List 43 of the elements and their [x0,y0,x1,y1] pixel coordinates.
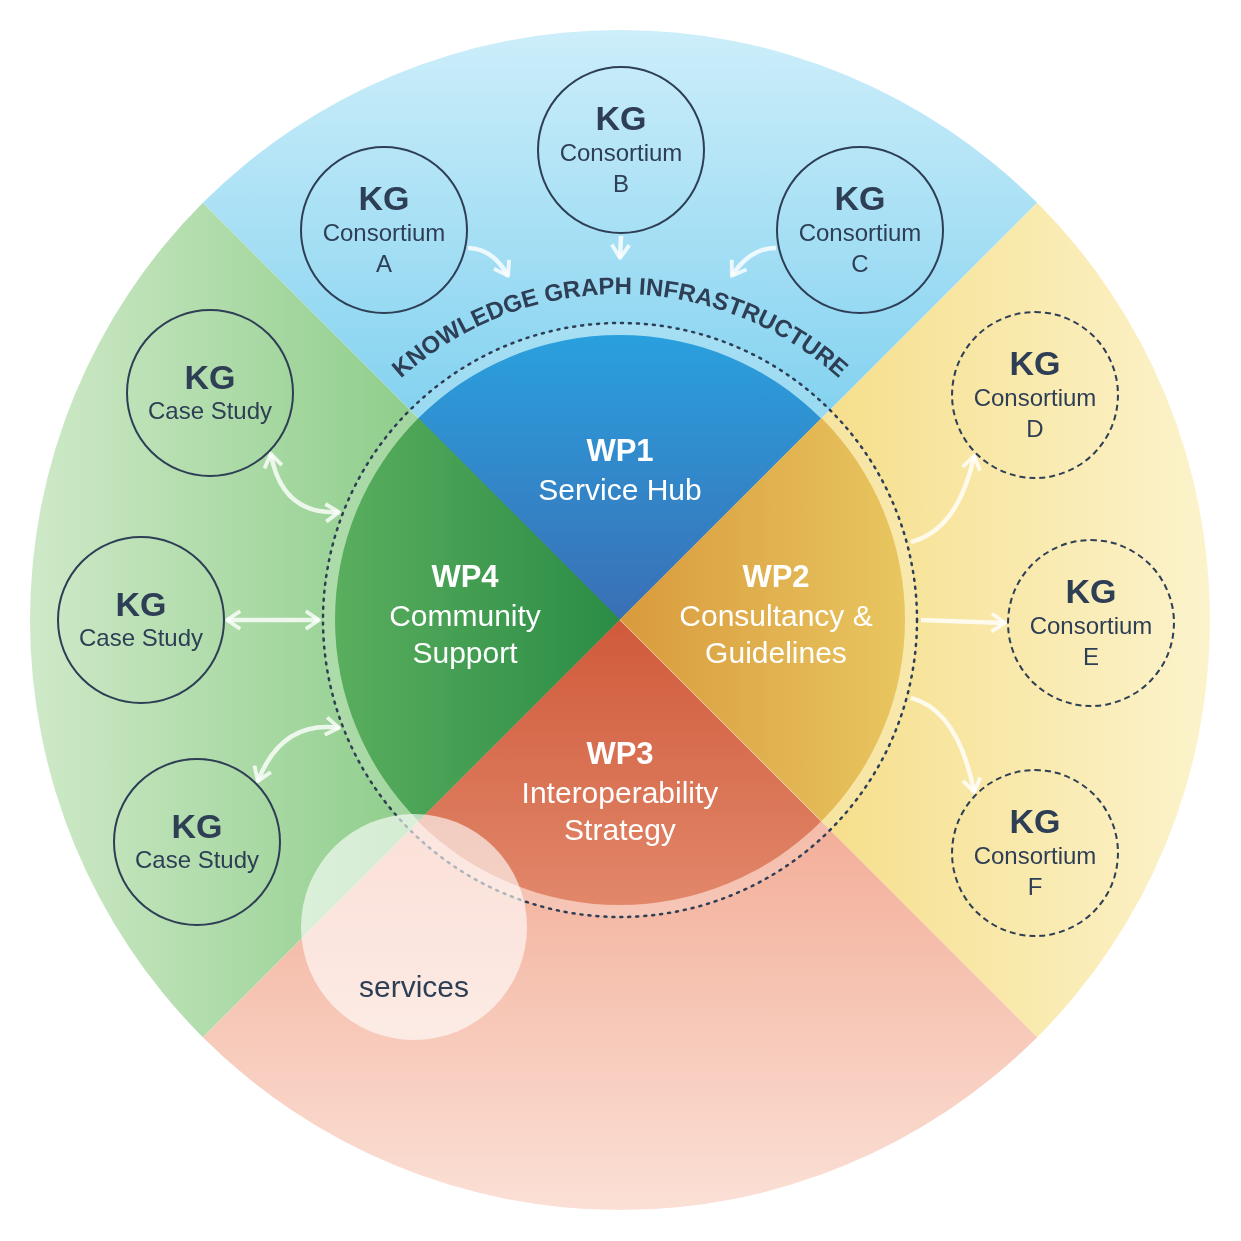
circle-label: Consortium A [321,217,447,279]
circle-label: services [359,969,469,1005]
circle-label: Consortium F [972,840,1098,902]
circle-heading: KG [115,586,167,623]
circle-label: Case Study [133,845,261,876]
work-package-name: Consultancy & Guidelines [678,597,874,672]
work-package-number: WP4 [430,558,500,597]
circle-heading: KG [358,180,410,217]
circle-label: Consortium E [1028,610,1154,672]
circle-node [113,758,281,926]
circle-label: Consortium B [558,137,684,199]
circle-label: Consortium C [797,217,923,278]
circle-heading: KG [595,100,647,137]
circle-node [537,66,705,234]
work-package-name: Interoperability Strategy [520,774,720,849]
arrow [253,716,341,784]
arrow [263,451,341,523]
circle-node [126,309,294,477]
circle-node [57,536,225,704]
arrow [910,453,982,545]
circle-heading: KG [184,359,236,396]
arrow [920,611,1007,634]
dashed-circle [951,311,1119,479]
arrow [468,245,511,278]
circle-heading: KG [834,180,886,217]
work-package-number: WP1 [585,431,655,470]
work-package-name: Community Support [388,597,542,672]
circle-label: Case Study [146,396,274,427]
circle-label: Case Study [77,623,205,654]
work-package-number: WP2 [741,558,811,597]
circle-heading: KG [1009,345,1061,382]
work-package-name: Service Hub [537,471,703,508]
arrow [609,235,632,260]
work-package-number: WP3 [585,735,655,774]
arrow [225,609,321,631]
arrow [910,695,982,795]
circle-heading: KG [1065,573,1117,610]
arrow [729,245,776,278]
dashed-circle [951,769,1119,937]
dashed-circle [1007,539,1175,707]
circle-heading: KG [1009,803,1061,840]
circle-label: Consortium D [972,382,1098,444]
circle-heading: KG [171,808,223,845]
